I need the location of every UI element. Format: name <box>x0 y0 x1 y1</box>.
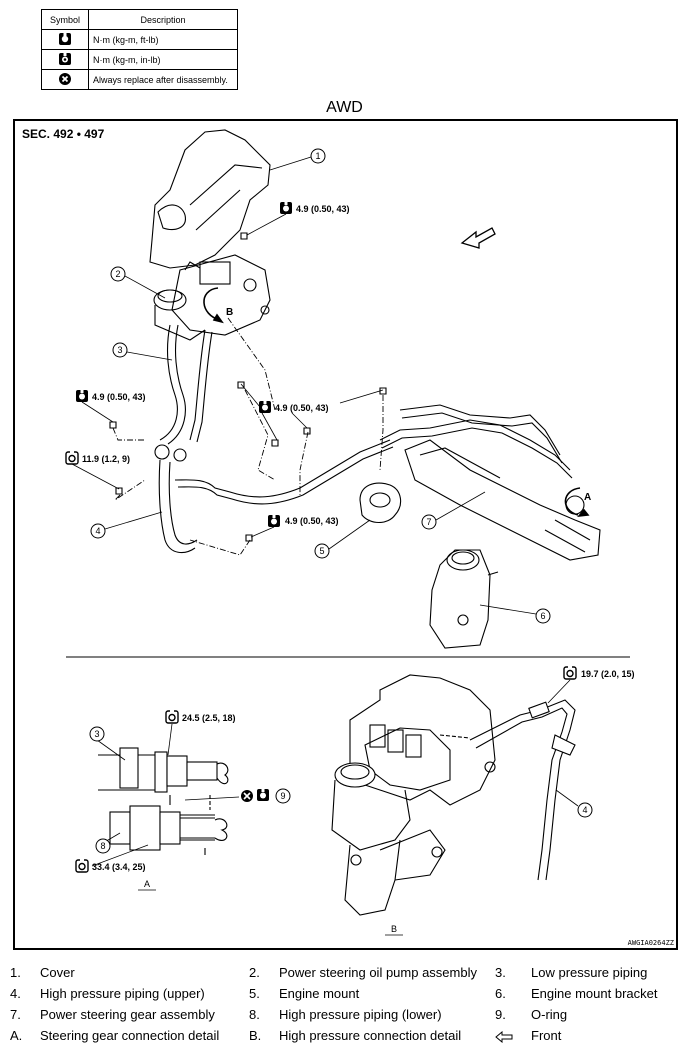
callout-circle <box>577 802 593 818</box>
callout-3: 3 <box>117 345 122 355</box>
torque-icon <box>259 401 271 413</box>
callout-leaders <box>104 156 537 615</box>
torque-icon <box>165 709 179 724</box>
callout-1: 1 <box>315 151 320 161</box>
callout-3-detail: 3 <box>94 729 99 739</box>
detail-a-leaders <box>91 723 240 867</box>
callout-9: 9 <box>280 791 285 801</box>
torque-leaders <box>71 213 384 538</box>
diagram-title: AWD <box>326 99 363 116</box>
detail-b-label: B <box>391 924 397 934</box>
torque-icon <box>65 450 79 465</box>
detail-a-label: A <box>144 879 150 889</box>
callout-circles <box>90 148 551 624</box>
detail-b-pointer: B <box>226 307 233 318</box>
callout-7: 7 <box>426 517 431 527</box>
callout-circle <box>95 838 111 854</box>
callout-5: 5 <box>319 546 324 556</box>
torque-icon <box>563 665 577 680</box>
torque-7: 24.5 (2.5, 18) <box>182 713 236 723</box>
torque-8: 33.4 (3.4, 25) <box>92 862 146 872</box>
torque-icon <box>280 202 292 214</box>
callout-4: 4 <box>95 526 100 536</box>
symbol-desc-3: Always replace after disassembly. <box>88 69 238 90</box>
a-rotation-arrow <box>564 487 590 518</box>
o-ring-symbol-icon <box>257 789 269 801</box>
diagram-frame <box>13 119 678 950</box>
torque-icon <box>75 858 89 873</box>
detail-a-pointer: A <box>584 492 591 503</box>
detail-b-drawing <box>331 674 576 916</box>
detail-a-drawing <box>98 747 229 855</box>
torque-1: 4.9 (0.50, 43) <box>296 204 350 214</box>
torque-5: 4.9 (0.50, 43) <box>285 516 339 526</box>
replace-part-icon <box>241 790 253 802</box>
torque-4: 11.9 (1.2, 9) <box>82 454 130 464</box>
torque-icon <box>268 515 280 527</box>
torque-6-leader <box>547 679 571 704</box>
callout-8: 8 <box>100 841 105 851</box>
torque-2: 4.9 (0.50, 43) <box>92 392 146 402</box>
section-label: SEC. 492 • 497 <box>22 127 105 141</box>
callout-4-detail: 4 <box>582 805 587 815</box>
torque-wrench-icon <box>41 29 89 50</box>
callout-circle <box>275 788 291 804</box>
assembly-lines <box>112 317 384 556</box>
upper-drawing <box>109 129 601 649</box>
torque-icon <box>76 390 88 402</box>
callout-6: 6 <box>540 611 545 621</box>
callout-2: 2 <box>115 269 120 279</box>
torque-6: 19.7 (2.0, 15) <box>581 669 635 679</box>
symbol-table: Symbol Description N·m (kg-m, ft-lb) N·m… <box>41 9 238 90</box>
figure-code: AWGIA0264ZZ <box>628 939 674 947</box>
callout-circle <box>89 726 105 742</box>
callout-numbers: 1 2 3 4 5 6 7 <box>95 151 545 621</box>
front-direction-arrow <box>460 227 496 249</box>
torque-3: 4.9 (0.50, 43) <box>275 403 329 413</box>
b-rotation-arrow <box>203 287 224 324</box>
front-arrow-icon <box>495 1031 513 1043</box>
